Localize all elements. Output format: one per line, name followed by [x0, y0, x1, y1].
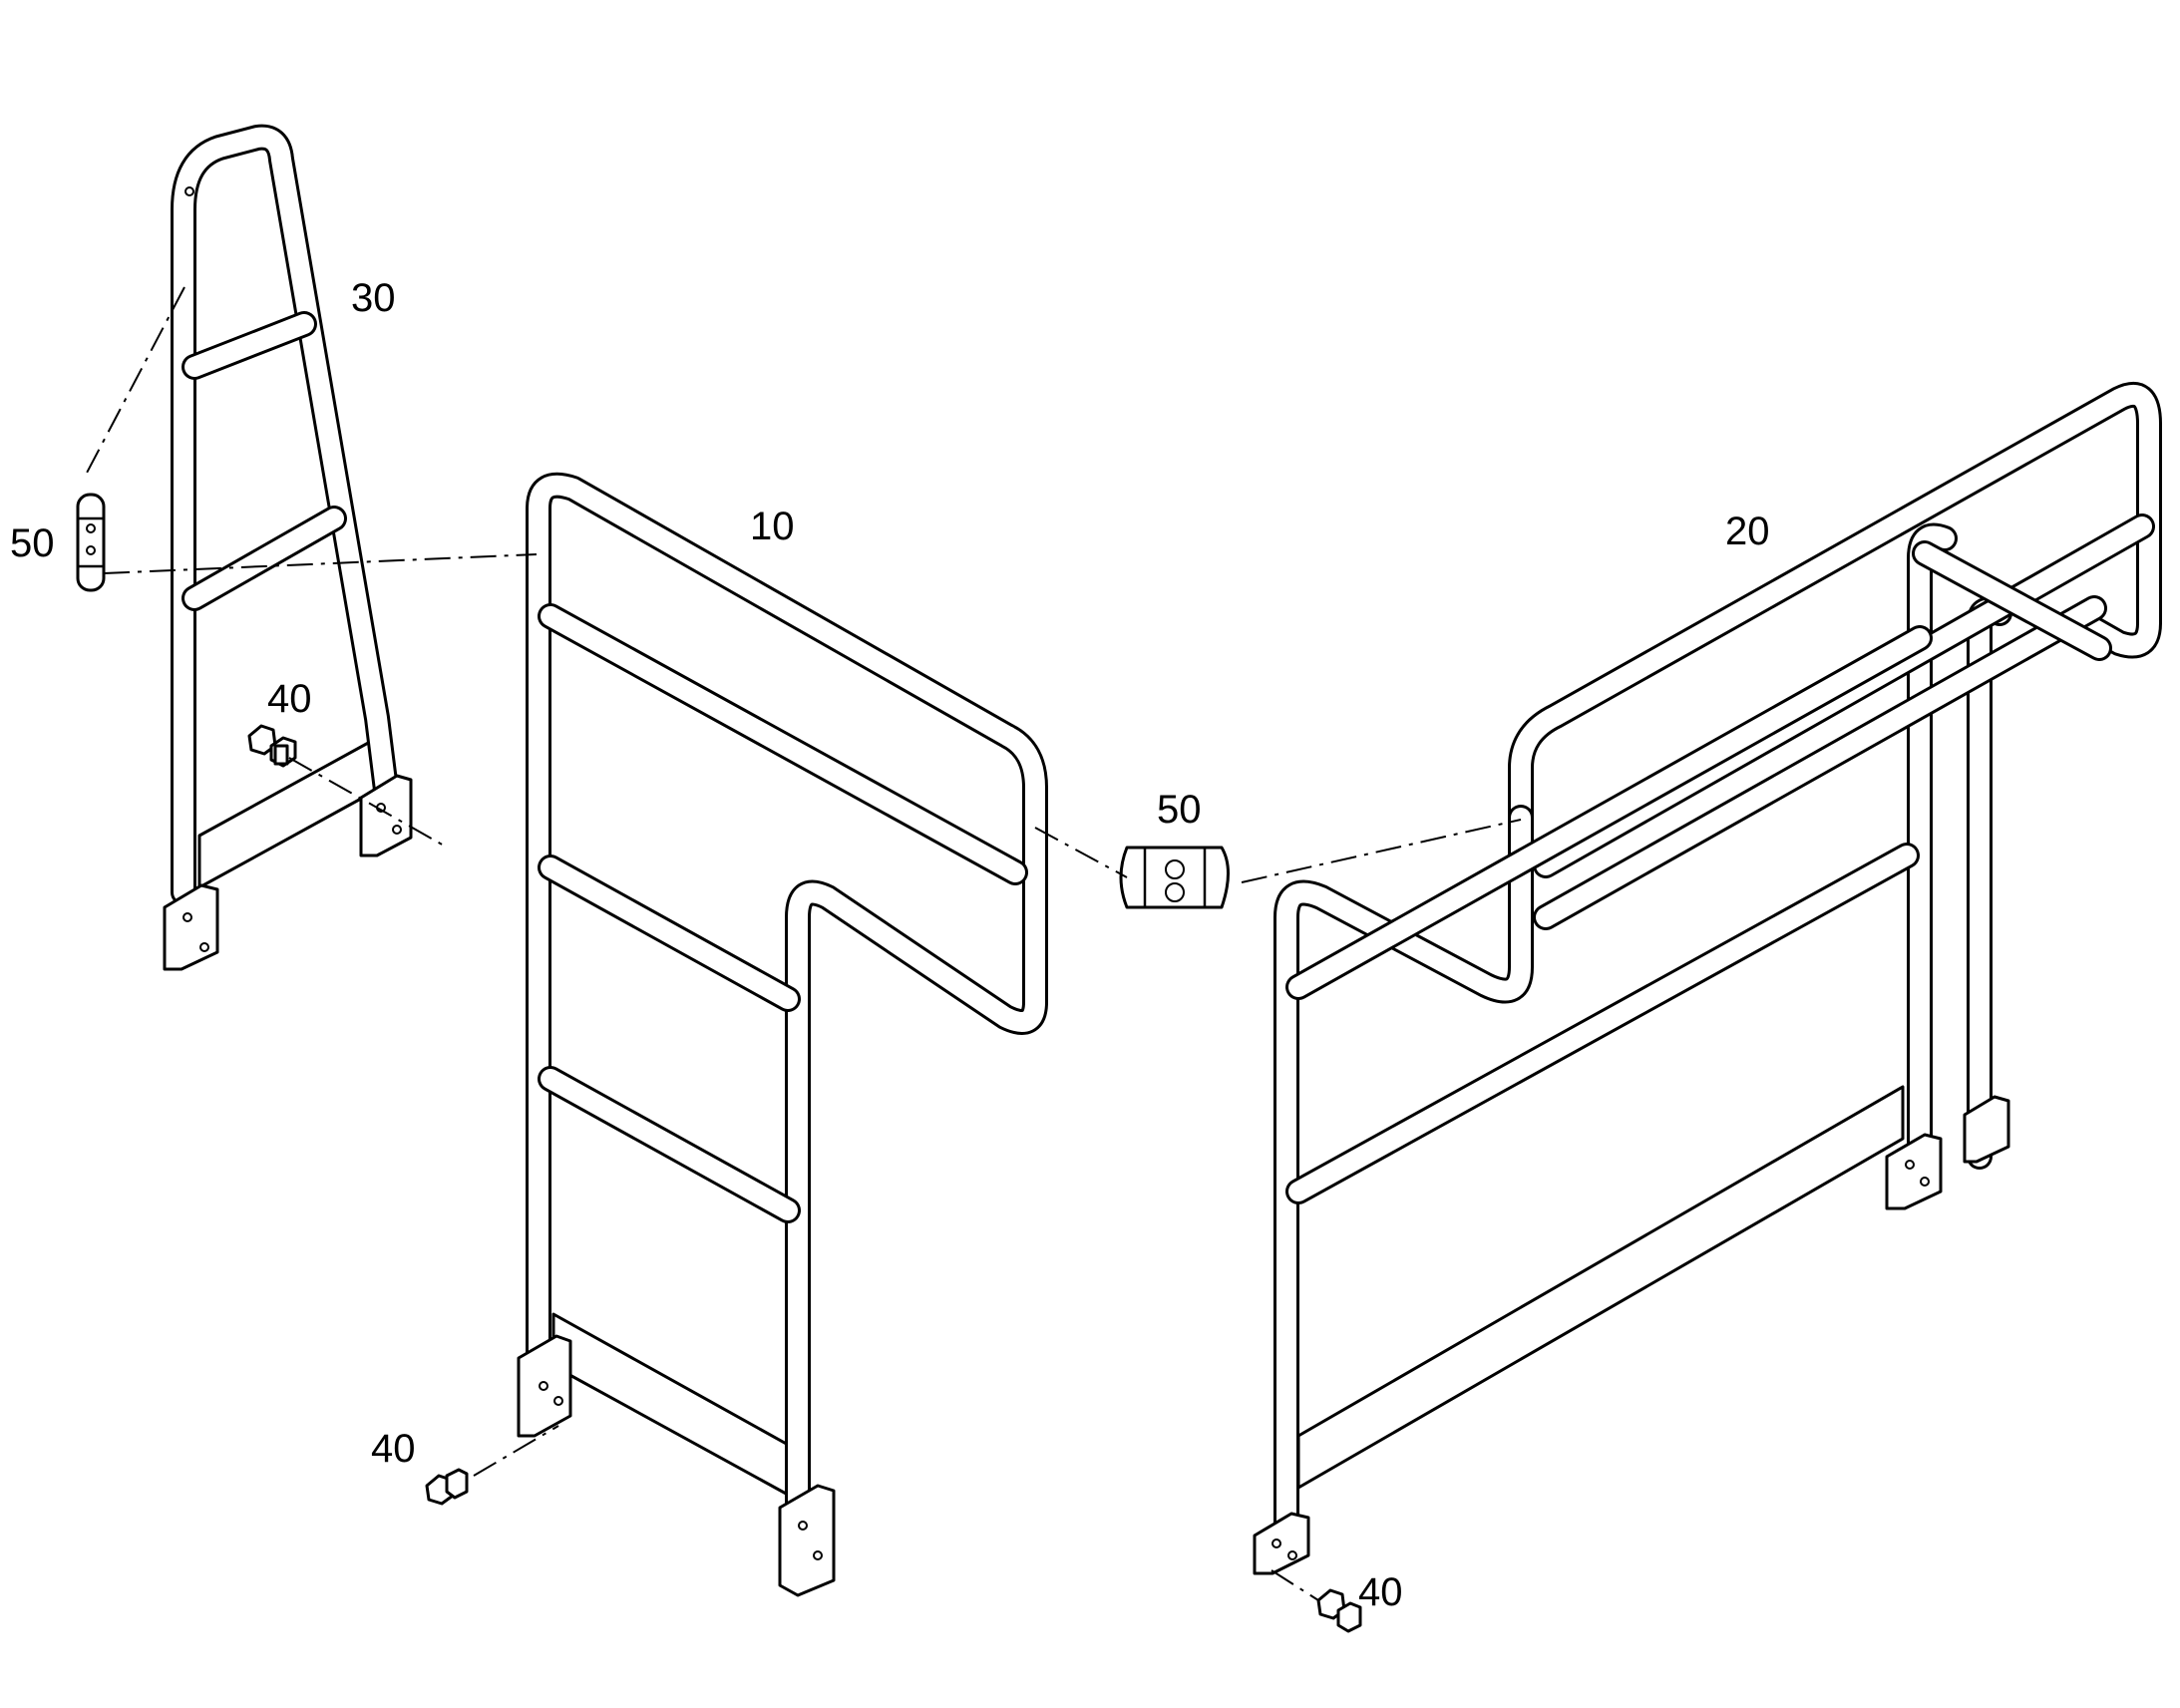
railing-part-10 — [517, 472, 1048, 1597]
callout-bolt-40-right: 40 — [1358, 1570, 1403, 1614]
callout-clamp-50-middle: 50 — [1157, 788, 1202, 832]
railing-part-20 — [1253, 382, 2162, 1575]
assembly-leader-lines — [84, 286, 1522, 1601]
part-20-foot-plate-rear-2 — [1963, 1095, 2010, 1164]
bolt-40-right — [1316, 1588, 1362, 1633]
clamp-50-left — [76, 493, 106, 592]
clamp-50-middle — [1119, 846, 1230, 909]
part-10-kick-plate — [551, 1312, 810, 1508]
callout-part-30: 30 — [351, 276, 396, 320]
callout-clamp-50-left: 50 — [10, 521, 55, 565]
bolt-40-left — [247, 724, 297, 768]
part-10-foot-plate-right — [778, 1484, 836, 1597]
part-30-foot-plate-right — [359, 774, 413, 857]
callout-bolt-40-left: 40 — [267, 677, 312, 721]
callout-bolt-40-middle: 40 — [371, 1427, 416, 1471]
bolt-40-middle — [425, 1468, 469, 1506]
part-20-foot-plate-rear — [1885, 1133, 1943, 1210]
railing-part-30 — [163, 124, 413, 971]
callout-part-10: 10 — [750, 505, 795, 548]
callout-part-20: 20 — [1725, 510, 1770, 553]
